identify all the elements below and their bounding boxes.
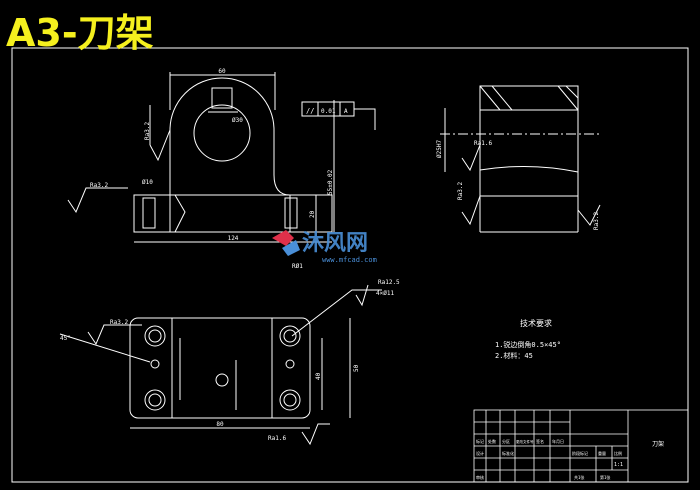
- holes-leader: [291, 289, 382, 337]
- watermark-brand: 沐风网: [302, 231, 368, 256]
- notes-item-1: 1.锐边倒角0.5×45°: [495, 340, 561, 349]
- side-roughness-1: Ra1.6: [474, 140, 492, 147]
- pin-hole: [285, 359, 295, 369]
- tb-weight: 重量: [598, 450, 606, 456]
- plan-angle: 45°: [60, 335, 71, 342]
- part-name: 刀架: [652, 440, 664, 448]
- roughness-top-mark: [355, 284, 369, 307]
- base-hole-right: [284, 197, 298, 229]
- drawing-border: [11, 47, 689, 483]
- plan-roughness-left: Ra3.2: [110, 319, 128, 326]
- roughness-side-2: [461, 195, 481, 226]
- dim-top-width: 60: [218, 68, 226, 75]
- pin-hole: [150, 359, 160, 369]
- tb-sheet-no: 第1张: [600, 474, 610, 480]
- side-roughness-3: Ra3.2: [593, 212, 600, 230]
- step-height-label: 20: [309, 210, 316, 218]
- tb-zone: 分区: [502, 438, 510, 444]
- title-block: [473, 409, 689, 483]
- tb-scale: 比例: [614, 450, 622, 456]
- slot: [211, 87, 233, 109]
- tb-count: 处数: [488, 438, 496, 444]
- watermark-url: www.mfcad.com: [322, 256, 377, 264]
- base-outline: [133, 194, 333, 233]
- base-cut: [134, 194, 186, 233]
- bore-circle: [193, 104, 251, 162]
- mount-hole: [279, 325, 301, 347]
- mount-hole: [144, 389, 166, 411]
- side-dim-label: Ø25H7: [436, 140, 443, 158]
- base-hole-left: [142, 197, 156, 229]
- plan-roughness-top: Ra12.5: [378, 279, 400, 286]
- plan-roughness-bottom: Ra1.6: [268, 435, 286, 442]
- notes-heading: 技术要求: [520, 318, 552, 328]
- tb-sign: 签名: [536, 438, 544, 444]
- tb-doc: 更改文件号: [516, 439, 534, 444]
- tb-sheets-total: 共1张: [574, 474, 584, 480]
- roughness-base-label: Ra3.2: [90, 182, 108, 189]
- tolerance-datum: A: [344, 108, 348, 115]
- plan-height-label: 50: [353, 364, 360, 372]
- bore-dim-label: Ø30: [232, 117, 243, 124]
- mount-hole: [144, 325, 166, 347]
- base-length-label: 124: [228, 235, 239, 242]
- tolerance-value: 0.01: [321, 108, 336, 115]
- base-label: RØ1: [292, 263, 303, 270]
- notes-item-2: 2.材料：45: [495, 351, 533, 360]
- plan-view: [59, 284, 382, 446]
- tolerance-symbol: //: [306, 107, 314, 115]
- roughness-mark-base: [67, 187, 128, 214]
- tb-ratio: 1:1: [614, 462, 623, 468]
- drawing-title: A3-刀架: [6, 11, 154, 55]
- tb-design: 设计: [476, 450, 484, 456]
- plan-dim-small: 40: [315, 372, 322, 380]
- tb-stage: 阶段标记: [572, 450, 588, 456]
- roughness-left-mark: [87, 324, 142, 346]
- roughness-mark-left: [149, 129, 171, 162]
- roughness-side-3: [577, 204, 601, 226]
- roughness-left-label: Ra3.2: [144, 122, 151, 140]
- tb-date: 年月日: [552, 438, 564, 444]
- plan-width-label: 80: [216, 421, 224, 428]
- side-roughness-2: Ra3.2: [457, 182, 464, 200]
- tb-mark: 标记: [476, 438, 484, 444]
- side-view: [440, 85, 601, 233]
- front-view: [67, 72, 376, 243]
- center-hole: [215, 373, 229, 387]
- tb-review: 审核: [476, 474, 484, 480]
- hole-dim-label: Ø10: [142, 179, 153, 186]
- watermark-logo: [272, 230, 300, 256]
- side-break: [479, 165, 579, 173]
- arch-outline: [169, 77, 291, 232]
- roughness-bottom-mark: [301, 423, 330, 446]
- plan-holes-label: 4×Ø11: [376, 290, 394, 297]
- tolerance-leader: [354, 108, 376, 130]
- height-label: 55±0.02: [327, 169, 334, 195]
- tb-standard: 标准化: [502, 450, 514, 456]
- roughness-side-1: [461, 144, 481, 172]
- plan-inner: [171, 317, 273, 419]
- mount-hole: [279, 389, 301, 411]
- logo-mark-icon: [272, 230, 294, 246]
